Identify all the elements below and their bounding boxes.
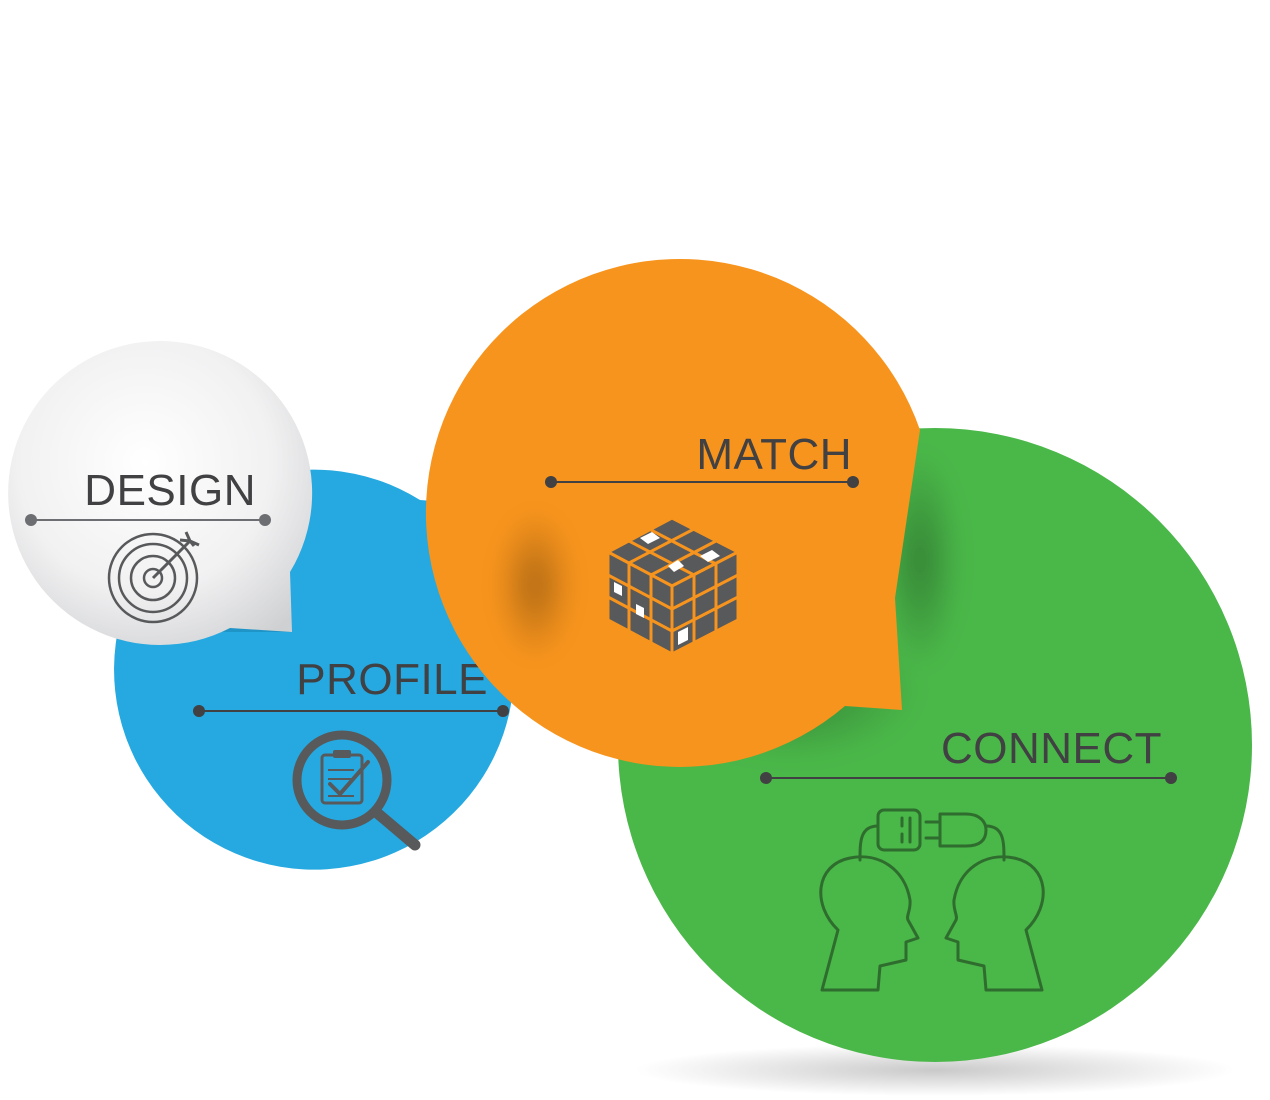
- connect-label: CONNECT: [941, 724, 1162, 773]
- connect-divider-dot-left: [760, 772, 772, 784]
- design-divider-dot-left: [25, 514, 37, 526]
- match-bubble: MATCH: [425, 258, 920, 767]
- design-shape: [8, 341, 313, 646]
- heads-plug-icon: [819, 808, 1045, 992]
- match-divider-dot-left: [545, 476, 557, 488]
- design-divider-dot-right: [259, 514, 271, 526]
- match-shape: [425, 258, 920, 767]
- target-icon: [107, 531, 200, 624]
- clipboard-magnifier-icon: [292, 730, 421, 851]
- profile-divider-dot-right: [497, 705, 509, 717]
- puzzle-cube-icon: [606, 516, 740, 656]
- match-label: MATCH: [696, 430, 852, 479]
- connect-divider-dot-right: [1165, 772, 1177, 784]
- match-cast-shadow: [495, 510, 575, 660]
- design-label: DESIGN: [84, 466, 256, 515]
- match-divider-dot-right: [847, 476, 859, 488]
- design-bubble: DESIGN: [8, 341, 313, 646]
- connect-ground-shadow: [635, 1044, 1235, 1096]
- profile-divider-dot-left: [193, 705, 205, 717]
- profile-label: PROFILE: [296, 655, 488, 704]
